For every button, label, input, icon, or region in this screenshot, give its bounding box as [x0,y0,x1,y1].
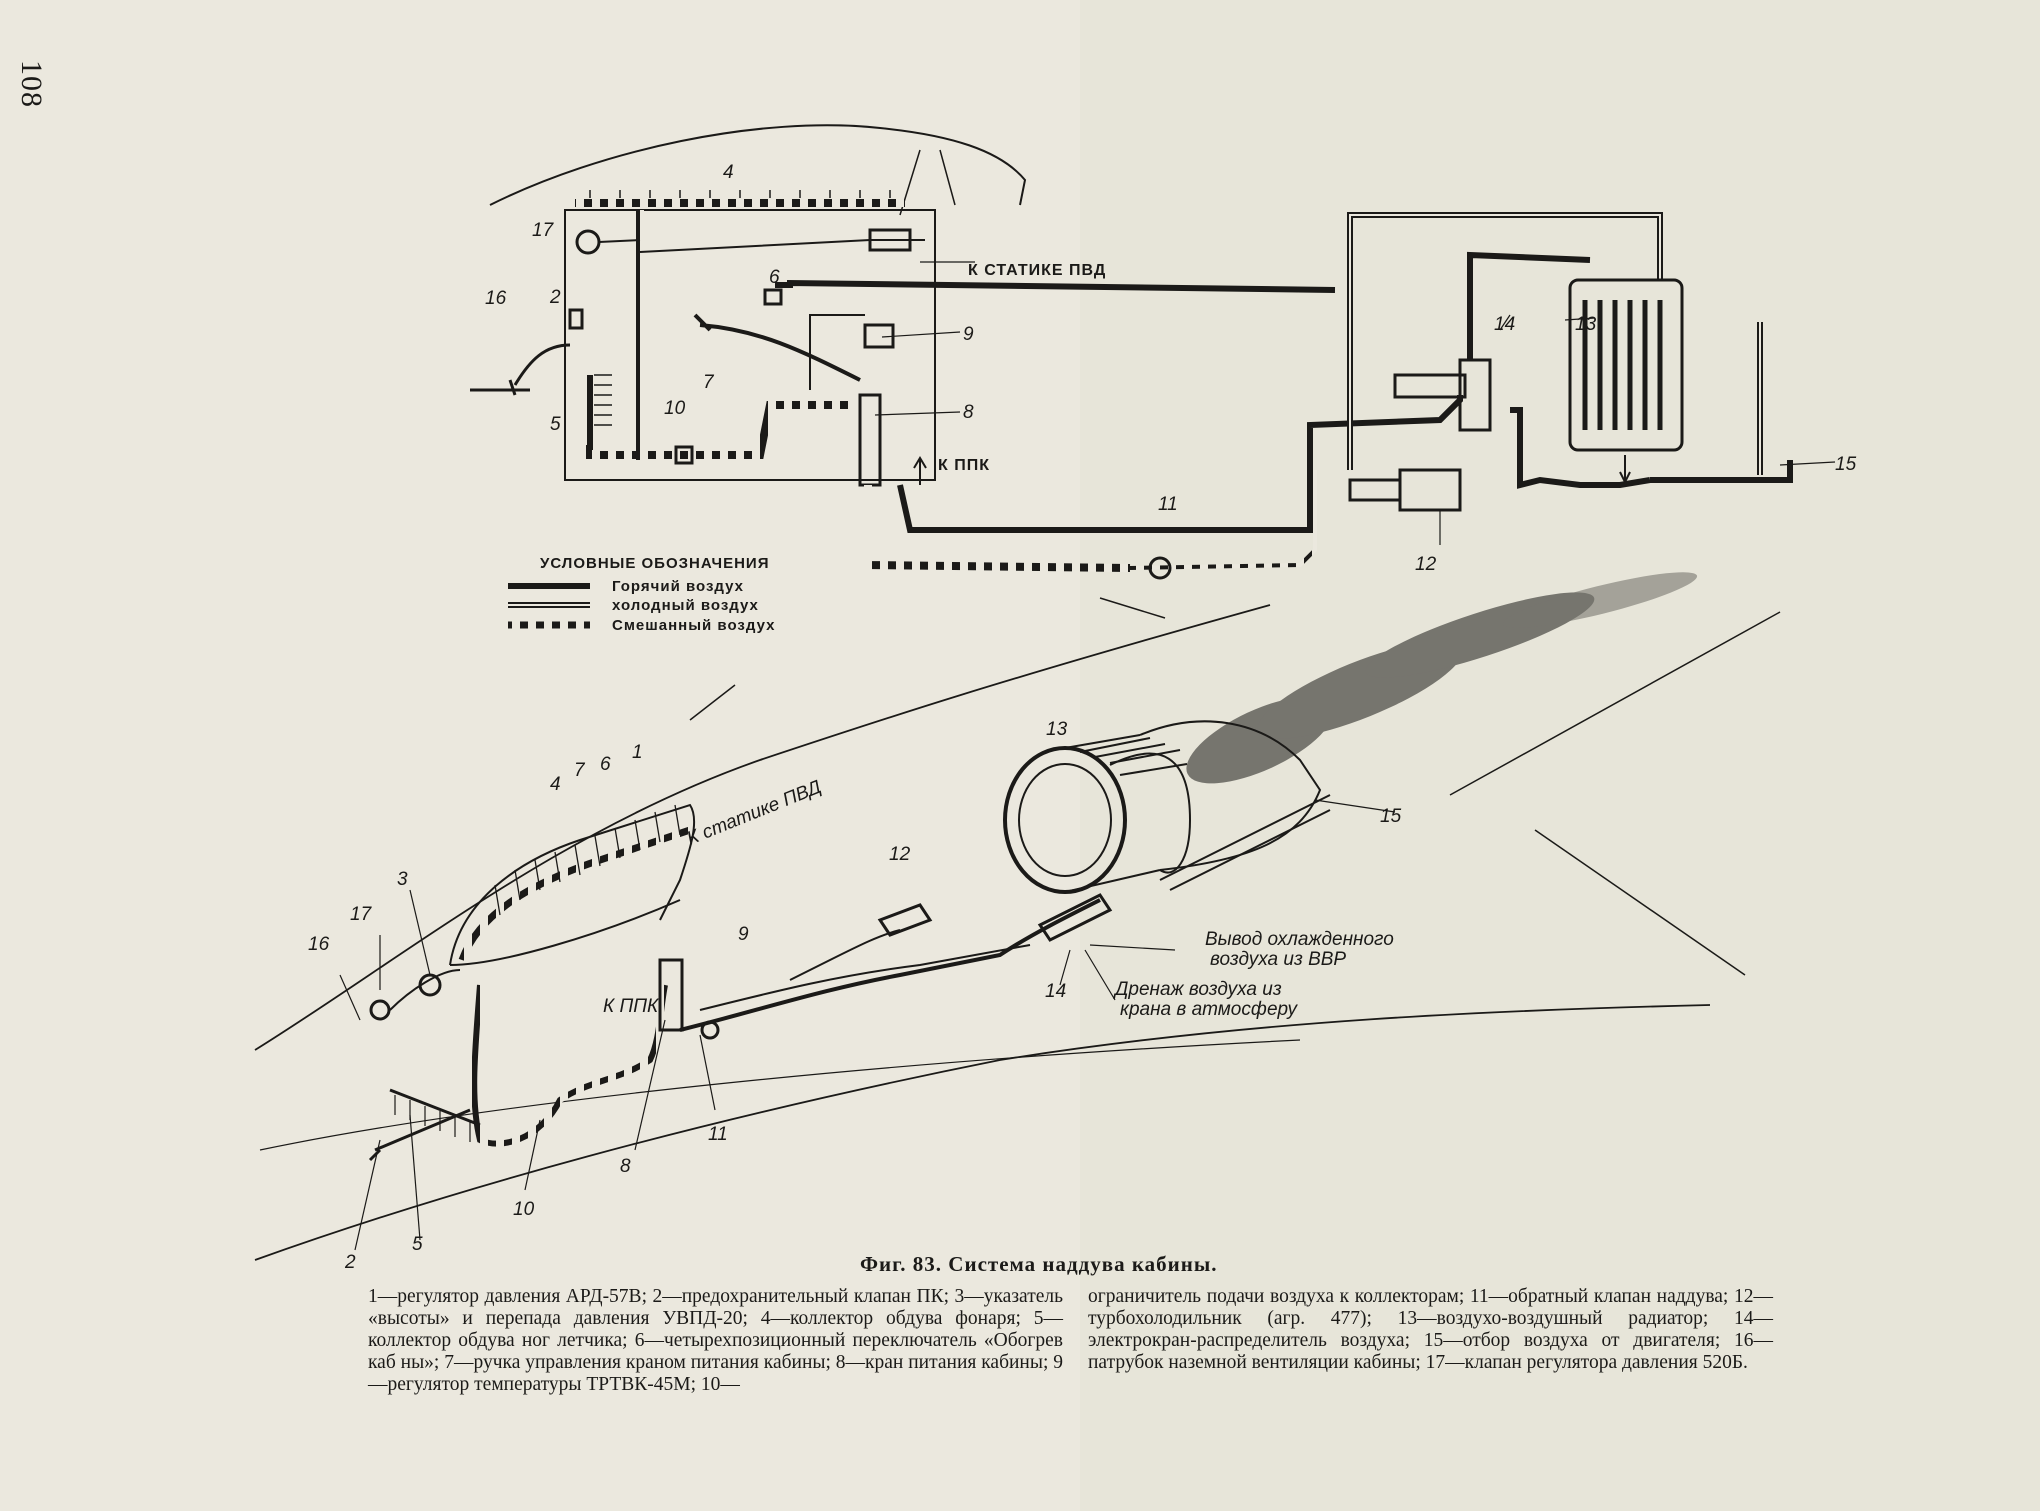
p-note-cooled-1: Вывод охлажденного [1205,929,1394,950]
valve-8 [858,393,882,487]
callout-15: 15 [1835,454,1857,475]
hot-line-top [775,279,1336,293]
p-callout-15: 15 [1380,806,1402,827]
ground-vent-16 [470,343,571,396]
canopy-frame [899,149,956,216]
ground-vent-perspective [368,1108,471,1162]
radiator-13 [1568,278,1684,452]
schematic-diagram [470,124,1836,580]
static-pvd-unit [868,228,912,252]
callout-14: 14 [1494,314,1515,335]
note-static-pvd: К СТАТИКЕ ПВД [968,262,1106,279]
collector-5-perspective [389,1088,481,1127]
p-callout-16: 16 [308,934,330,955]
mixed-tail [1129,470,1317,570]
engine-bleed-15 [1650,322,1793,483]
callout-8: 8 [963,402,974,423]
turbocooler-12-perspective [877,903,933,937]
p-callout-7: 7 [574,760,586,781]
mixed-down-run [864,485,1131,572]
note-ppk: К ППК [938,457,990,474]
p-callout-3: 3 [397,869,408,890]
p-callout-10: 10 [513,1199,535,1220]
p-callout-17: 17 [350,904,373,925]
legend-cold-label: холодный воздух [612,597,759,614]
p-note-drain-1: Дренаж воздуха из [1113,979,1282,1000]
static-pvd-line [639,239,925,253]
p-note-ppk: К ППК [603,996,660,1017]
canopy-outline [489,124,1027,206]
check-valve-11 [1148,556,1172,580]
caption-right: ограничитель подачи воздуха к коллектора… [1088,1286,1773,1373]
collector-4-perspective [458,826,692,962]
schematic-callouts: 4 17 2 16 5 6 7 9 10 8 11 12 14 13 15 К … [485,162,1857,575]
valve-17 [575,229,601,255]
callout-2: 2 [549,287,561,308]
hot-line-to-radiator [1467,251,1591,360]
callout-13: 13 [1575,314,1597,335]
callout-4: 4 [723,162,734,183]
exhaust-cloud [1186,572,1698,784]
valve-2 [568,308,584,330]
callout-11: 11 [1158,494,1178,515]
distributor-14 [1458,358,1492,432]
callout-16: 16 [485,288,507,309]
distributor-14-perspective [1037,893,1113,942]
collector-4-nozzles [589,190,891,198]
schematic-leaders [874,261,1836,545]
fuselage-lower [254,1004,1711,1261]
perspective-leaders [339,799,1396,1251]
radiator-13-coils [1582,300,1663,430]
p-callout-12: 12 [889,844,911,865]
mixed-down-perspective [471,984,668,1147]
caption-left: 1—регулятор давления АРД-57В; 2—предохра… [368,1286,1064,1395]
p-callout-2: 2 [344,1252,356,1273]
limiter-10 [674,445,694,465]
engine-body [1139,720,1322,871]
p-callout-11: 11 [708,1124,728,1145]
legend-mixed-label: Смешанный воздух [612,617,775,634]
legend: УСЛОВНЫЕ ОБОЗНАЧЕНИЯ Горячий воздух холо… [508,555,775,634]
figure-title: Фиг. 83. Система наддува кабины. [860,1252,1218,1276]
p-callout-6: 6 [600,754,611,775]
callout-12: 12 [1415,554,1437,575]
indicator-3-perspective [418,973,442,997]
callout-6: 6 [769,267,780,288]
mixed-bottom-run [586,401,850,459]
p-callout-9: 9 [738,924,749,945]
callout-17: 17 [532,220,555,241]
check-valve-11-perspective [700,1020,720,1040]
hot-line-perspective [679,898,1101,1032]
callout-7: 7 [703,372,715,393]
perspective-diagram [254,572,1781,1261]
valve-8-perspective [658,958,684,1032]
p-callout-13: 13 [1046,719,1068,740]
legend-hot-label: Горячий воздух [612,578,744,595]
callout-10: 10 [664,398,686,419]
p-callout-1: 1 [632,742,643,763]
legend-title: УСЛОВНЫЕ ОБОЗНАЧЕНИЯ [540,555,769,572]
collector-5-perspective-nozzles [394,1095,471,1142]
p-callout-14: 14 [1045,981,1066,1002]
p-callout-8: 8 [620,1156,631,1177]
p-note-cooled-2: воздуха из ВВР [1210,949,1346,970]
collector-5-nozzles [594,374,612,426]
callout-9: 9 [963,324,974,345]
callout-5: 5 [550,414,561,435]
handle-7 [693,313,861,382]
canopy-perspective [449,803,696,966]
fuselage-upper [254,604,1271,1051]
p-note-drain-2: крана в атмосферу [1120,999,1298,1020]
valve-17-perspective [369,999,391,1021]
turbocooler-12 [1398,468,1462,512]
p-callout-5: 5 [412,1234,423,1255]
radiator-13-drum [1003,734,1192,894]
airflow-arrows [494,804,681,916]
p-callout-4: 4 [550,774,561,795]
switch-6 [763,288,783,306]
fuselage-mid [259,1039,1301,1151]
p-note-static-pvd: К статике ПВД [684,777,824,850]
